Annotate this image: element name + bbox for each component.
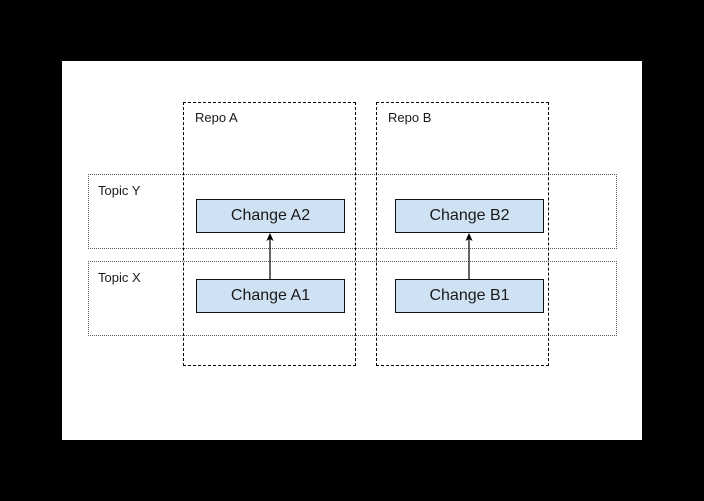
change-a2-box: Change A2 bbox=[196, 199, 345, 233]
change-a1-box: Change A1 bbox=[196, 279, 345, 313]
arrow-change-a1-to-a2-icon bbox=[266, 233, 274, 279]
change-a1-label: Change A1 bbox=[230, 287, 311, 304]
topic-y-label: Topic Y bbox=[98, 183, 141, 198]
repo-a-group: Repo A bbox=[183, 102, 356, 366]
change-b2-box: Change B2 bbox=[395, 199, 544, 233]
change-b2-label: Change B2 bbox=[429, 207, 510, 224]
repo-b-label: Repo B bbox=[388, 110, 432, 125]
topic-x-row: Topic X bbox=[88, 261, 617, 336]
diagram-canvas: Repo A Repo B Topic Y Topic X Change A2 … bbox=[62, 61, 642, 440]
topic-x-label: Topic X bbox=[98, 270, 141, 285]
topic-y-row: Topic Y bbox=[88, 174, 617, 249]
arrow-change-b1-to-b2-icon bbox=[465, 233, 473, 279]
repo-b-group: Repo B bbox=[376, 102, 549, 366]
repo-a-label: Repo A bbox=[195, 110, 238, 125]
change-b1-box: Change B1 bbox=[395, 279, 544, 313]
change-a2-label: Change A2 bbox=[230, 207, 311, 224]
change-b1-label: Change B1 bbox=[429, 287, 510, 304]
